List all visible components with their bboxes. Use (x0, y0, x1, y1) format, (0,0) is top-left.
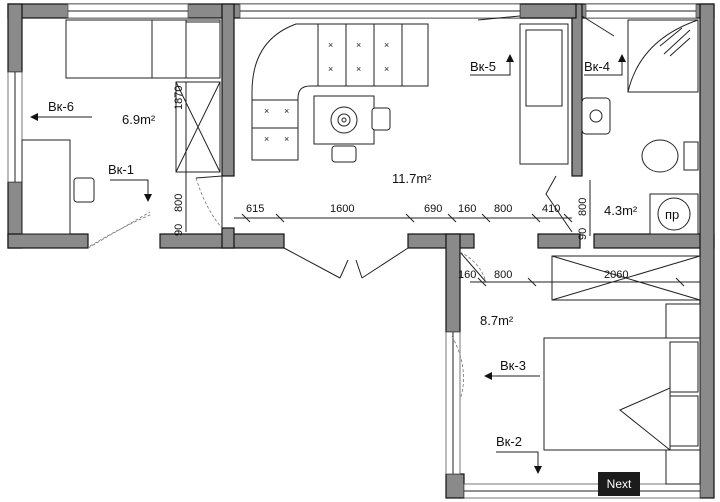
wall-bottom-bath-left (537, 233, 581, 249)
windows (7, 3, 701, 499)
bathroom-fixtures (581, 19, 699, 235)
dim-160-bed: 160 (458, 269, 476, 281)
svg-text:Вк-4: Вк-4 (584, 59, 610, 74)
wall-bottom-right (407, 233, 475, 249)
desk (21, 139, 71, 235)
door-bed (459, 251, 487, 283)
svg-text:Вк-1: Вк-1 (108, 162, 134, 177)
door-bath (545, 175, 573, 233)
dim-90-bath: 90 (577, 228, 589, 240)
coffee-table (313, 95, 375, 145)
view-marker-vk3: Вк-3 (484, 358, 540, 380)
corner-sofa (251, 23, 429, 161)
arrow-up-icon (584, 60, 623, 76)
arrow-down-icon (110, 179, 149, 196)
view-marker-vk4: Вк-4 (584, 54, 626, 76)
dim-800-top: 800 (494, 203, 512, 215)
wall-bed-corner (445, 473, 465, 499)
sink (581, 97, 611, 135)
next-button[interactable]: Next (598, 472, 640, 496)
dim-800-bed: 800 (494, 269, 512, 281)
svg-text:×: × (284, 134, 289, 144)
wall-partition-left (221, 3, 235, 177)
nightstand (665, 303, 701, 339)
armchair (371, 107, 391, 131)
area-main-room: 11.7m² (392, 171, 432, 186)
svg-text:×: × (284, 106, 289, 116)
svg-text:×: × (356, 64, 361, 74)
wall-top-bath-joint (519, 3, 577, 19)
arrow-down-icon (496, 451, 539, 468)
bedroom-furniture (543, 255, 701, 485)
door-partition (195, 175, 223, 228)
area-bathroom: 4.3m² (604, 203, 638, 218)
view-marker-vk1: Вк-1 (108, 162, 152, 202)
left-room-furniture (21, 19, 221, 235)
svg-text:Вк-5: Вк-5 (470, 59, 496, 74)
svg-text:×: × (264, 106, 269, 116)
appliance-label: пр (665, 207, 679, 222)
dim-2060: 2060 (604, 269, 628, 281)
dim-800-left: 800 (173, 194, 185, 212)
door-bed-window (451, 335, 464, 401)
wall-right (699, 3, 715, 499)
area-bedroom: 8.7m² (480, 313, 514, 328)
wall-partition-bath (571, 3, 583, 177)
view-marker-vk5: Вк-5 (470, 54, 514, 76)
dim-90-left: 90 (173, 224, 185, 236)
stool (331, 145, 357, 163)
svg-text:Вк-3: Вк-3 (500, 358, 526, 373)
door-entrance (283, 247, 409, 279)
main-room-furniture: × × × × × × × × × × (251, 23, 569, 165)
view-marker-vk2: Вк-2 (496, 434, 542, 474)
toilet (641, 139, 679, 173)
chair-desk (73, 177, 95, 203)
wall-bottom-bath-right (593, 233, 715, 249)
dimension-lines (185, 82, 700, 287)
dim-160-top: 160 (458, 203, 476, 215)
nightstand-2 (665, 449, 701, 485)
shower (627, 19, 699, 93)
svg-text:×: × (328, 64, 333, 74)
door-bath-top (581, 15, 615, 37)
wall-left-upper (7, 3, 23, 73)
svg-text:×: × (356, 40, 361, 50)
svg-text:Вк-2: Вк-2 (496, 434, 522, 449)
dim-1870: 1870 (173, 86, 185, 110)
dim-410: 410 (542, 203, 560, 215)
view-marker-vk6: Вк-6 (30, 99, 92, 121)
svg-text:×: × (264, 134, 269, 144)
svg-text:×: × (328, 40, 333, 50)
door-left-room (87, 211, 151, 249)
wall-partition-left-stub (221, 227, 235, 249)
wall-bed-left (445, 233, 461, 333)
arrow-up-icon (470, 60, 511, 76)
dim-690: 690 (424, 203, 442, 215)
dim-800-bath: 800 (577, 198, 589, 216)
doors (87, 15, 615, 401)
dim-1600: 1600 (330, 203, 354, 215)
dim-615: 615 (246, 203, 264, 215)
svg-text:×: × (384, 64, 389, 74)
svg-text:Вк-6: Вк-6 (48, 99, 74, 114)
wall-bottom-left (7, 233, 89, 249)
door-top-main (477, 15, 521, 21)
svg-text:×: × (384, 40, 389, 50)
area-left-room: 6.9m² (122, 112, 156, 127)
